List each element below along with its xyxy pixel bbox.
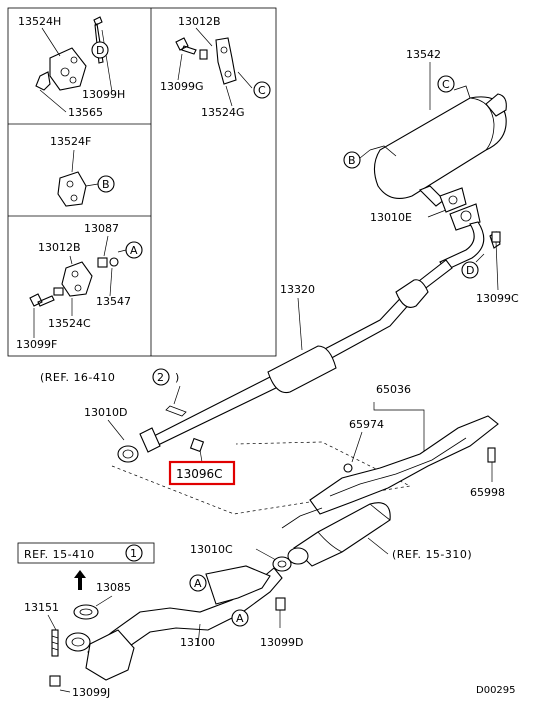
bolt-f-icon	[29, 293, 55, 307]
ref-16-410-num: 2	[157, 371, 164, 384]
label-13524h: 13524H	[18, 15, 61, 28]
nut-icon	[189, 437, 205, 453]
panel-middle: 13524F B	[50, 135, 115, 207]
callout-d-circle	[91, 41, 109, 59]
label-13085: 13085	[96, 581, 131, 594]
diagram-code: D00295	[476, 685, 516, 696]
label-13099g: 13099G	[160, 80, 204, 93]
highlight-box	[168, 460, 236, 486]
label-13096c: 13096C	[176, 467, 223, 481]
heat-shield: 65036 65974 65998	[281, 383, 505, 529]
bolt-13099j-icon	[49, 675, 61, 687]
rubber-hanger-f-icon	[57, 171, 87, 207]
callout-a-letter: A	[130, 244, 138, 257]
label-13012b-bottom: 13012B	[38, 241, 81, 254]
label-13320: 13320	[280, 283, 315, 296]
label-13010d: 13010D	[84, 406, 127, 419]
ref-16-410-close: )	[175, 371, 180, 384]
label-65974: 65974	[349, 418, 384, 431]
label-13542: 13542	[406, 48, 441, 61]
callout-a-front-1: A	[194, 577, 202, 590]
label-13087: 13087	[84, 222, 119, 235]
label-65998: 65998	[470, 486, 505, 499]
collar-c-icon	[53, 287, 64, 296]
inset-panels-frame	[7, 7, 277, 357]
label-13524c: 13524C	[48, 317, 91, 330]
clip-icon	[343, 463, 353, 473]
front-pipe: 13100 13099D A A	[65, 565, 303, 681]
bolt-13099d-icon	[275, 597, 286, 611]
panel-top-right: 13012B 13099G 13524G C	[160, 15, 271, 119]
front-gasket: 13085	[73, 581, 131, 620]
ref-15-310: (REF. 15-310)	[392, 548, 472, 561]
muffler-gasket: 13010E	[370, 187, 481, 231]
rear-pipe-bend: 13099C D	[439, 221, 519, 305]
label-13099h: 13099H	[82, 88, 125, 101]
ref-16-410: (REF. 16-410 2 )	[40, 368, 187, 417]
stud-13151: 13151	[24, 601, 59, 657]
label-13099j: 13099J	[72, 686, 110, 699]
ref-15-410-num: 1	[130, 547, 137, 560]
rubber-hanger-icon	[215, 37, 237, 85]
label-13100: 13100	[180, 636, 215, 649]
label-13151: 13151	[24, 601, 59, 614]
nut-13096c: 13096C	[168, 437, 236, 486]
callout-d-letter: D	[96, 44, 104, 57]
rubber-hanger-c-icon	[61, 261, 93, 297]
bolt-small-icon	[175, 37, 197, 55]
label-13099d: 13099D	[260, 636, 303, 649]
callout-a-front-2: A	[236, 612, 244, 625]
label-13547: 13547	[96, 295, 131, 308]
collar-icon	[199, 49, 208, 60]
ref-15-410: REF. 15-410 1	[17, 542, 155, 590]
callout-d-pipe-letter: D	[466, 264, 474, 277]
label-13010e: 13010E	[370, 211, 412, 224]
callout-b-muffler-letter: B	[348, 154, 356, 167]
panel-top-left: 13524H 13099H 13565 D	[18, 15, 125, 119]
muffler: 13542 C B	[343, 48, 507, 207]
callout-c-letter: C	[258, 84, 266, 97]
arrow-up-icon	[74, 570, 86, 590]
center-gasket: 13010D	[84, 406, 139, 463]
label-65036: 65036	[376, 383, 411, 396]
ref-15-410-text: REF. 15-410	[24, 548, 95, 561]
bolt-13099j: 13099J	[49, 675, 110, 699]
center-pipe: 13320	[139, 259, 453, 453]
callout-c-circle	[253, 81, 271, 99]
label-13010c: 13010C	[190, 543, 233, 556]
nut-small-icon	[109, 257, 119, 267]
washer-icon	[97, 257, 108, 268]
label-13565: 13565	[68, 106, 103, 119]
label-13099f: 13099F	[16, 338, 57, 351]
label-13524f: 13524F	[50, 135, 91, 148]
callout-b-circle	[97, 175, 115, 193]
catalytic-converter: 13010C (REF. 15-310)	[190, 502, 472, 572]
callout-a-circle	[125, 241, 143, 259]
bolt-13099c-icon	[491, 231, 501, 243]
label-13099c: 13099C	[476, 292, 519, 305]
panel-bottom: 13087 13012B 13547 13524C 13099F A	[16, 222, 143, 351]
label-13524g: 13524G	[201, 106, 245, 119]
bolt-65998-icon	[487, 447, 496, 463]
callout-c-muffler-letter: C	[442, 78, 450, 91]
grommet-icon	[35, 71, 51, 91]
label-13012b-top: 13012B	[178, 15, 221, 28]
ref-16-410-text: (REF. 16-410	[40, 371, 115, 384]
callout-b-letter: B	[102, 178, 110, 191]
